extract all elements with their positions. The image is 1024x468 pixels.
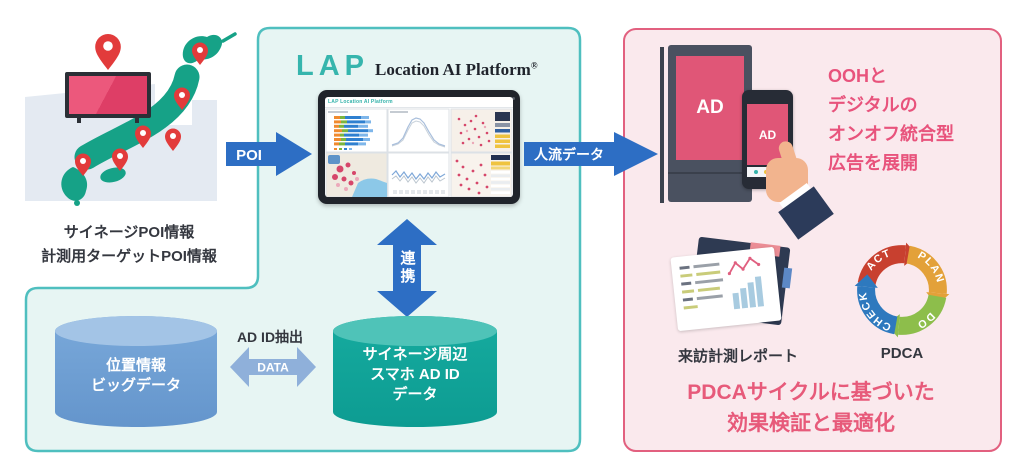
ooh-description-line3: オンオフ統合型 — [828, 124, 954, 144]
ooh-signage-pole — [660, 47, 664, 203]
dashboard-topbar: LAP Location AI Platform — [325, 97, 513, 108]
location-db-line1: 位置情報 — [105, 357, 166, 374]
pdca-label: PDCA — [880, 345, 924, 362]
link-arrow-label: 連携 — [398, 250, 416, 286]
dashboard-panels — [325, 108, 513, 197]
japan-map-illustration — [25, 32, 237, 206]
app-dot-icon — [754, 170, 759, 174]
signage-adid-db-label: サイネージ周辺 スマホ AD ID データ — [333, 326, 497, 424]
ooh-signage-base — [668, 172, 752, 174]
signage-db-line2: スマホ AD ID — [370, 366, 460, 383]
ooh-description-line2: デジタルの — [828, 95, 918, 115]
dashboard-panel-bars — [325, 108, 388, 153]
ooh-description: OOHと デジタルの オンオフ統合型 広告を展開 — [828, 62, 992, 178]
signage-db-line1: サイネージ周辺 — [362, 346, 468, 363]
dashboard-topbar-title: LAP Location AI Platform — [328, 99, 393, 105]
tablet-camera-icon — [512, 97, 515, 100]
pdca-result-line2: 効果検証と最適化 — [727, 412, 895, 435]
lap-logo-mark: LAP — [296, 50, 369, 82]
signage-leg — [77, 114, 81, 123]
signage-db-line3: データ — [392, 386, 438, 403]
map-location-pins — [75, 34, 208, 176]
pdca-cycle-icon: ACT PLAN DO CHECK — [854, 242, 950, 338]
phone-ad-label: AD — [758, 127, 777, 142]
lap-dashboard-tablet: LAP Location AI Platform — [318, 90, 520, 204]
report-card-content — [679, 256, 764, 310]
registered-mark: ® — [530, 60, 538, 71]
digital-signage-icon — [65, 72, 151, 123]
poi-arrow: POI — [226, 132, 312, 176]
report-blue-tab — [781, 267, 793, 289]
ooh-description-line4: 広告を展開 — [828, 153, 918, 173]
signage-leg — [135, 114, 139, 123]
location-db-cylinder — [55, 316, 217, 427]
platform-name-text: Location AI Platform — [375, 60, 531, 79]
signage-adid-db-cylinder — [333, 316, 497, 427]
dashboard-screen: LAP Location AI Platform — [325, 97, 513, 197]
signage-pin-icon — [95, 34, 121, 70]
ooh-ad-label: AD — [696, 97, 724, 118]
people-flow-arrow: 人流データ — [524, 132, 658, 176]
dashboard-panel-waves — [387, 152, 450, 197]
people-flow-arrow-label: 人流データ — [534, 147, 604, 163]
visit-report-label: 来訪計測レポート — [677, 348, 798, 365]
location-db-label: 位置情報 ビッグデータ — [55, 328, 217, 424]
lap-platform-name: Location AI Platform® — [375, 60, 538, 80]
dashboard-panel-map2 — [325, 152, 388, 197]
ooh-description-line1: OOHと — [828, 66, 888, 86]
data-double-arrow: DATA — [230, 347, 316, 387]
pdca-result-text: PDCAサイクルに基づいた 効果検証と最適化 — [635, 377, 987, 439]
data-arrow-label: DATA — [257, 361, 289, 375]
link-double-arrow — [377, 219, 437, 317]
ooh-signage-icon: AD — [668, 45, 752, 202]
visit-report-icon — [670, 236, 802, 338]
poi-caption: サイネージPOI情報 計測用ターゲットPOI情報 — [0, 221, 258, 269]
report-card-front — [670, 246, 782, 332]
pdca-result-line1: PDCAサイクルに基づいた — [687, 381, 935, 404]
lap-logo: LAP Location AI Platform® — [296, 50, 538, 82]
ooh-ad-screen: AD — [676, 56, 744, 160]
dashboard-panel-table — [450, 152, 513, 197]
dashboard-panel-map1 — [450, 108, 513, 153]
location-db-line2: ビッグデータ — [90, 377, 181, 394]
ad-id-extract-label: AD ID抽出 — [236, 329, 304, 345]
dashboard-panel-curve — [387, 108, 450, 153]
poi-arrow-label: POI — [236, 147, 262, 164]
poi-caption-line1: サイネージPOI情報 — [63, 224, 195, 241]
poi-caption-line2: 計測用ターゲットPOI情報 — [41, 248, 217, 265]
